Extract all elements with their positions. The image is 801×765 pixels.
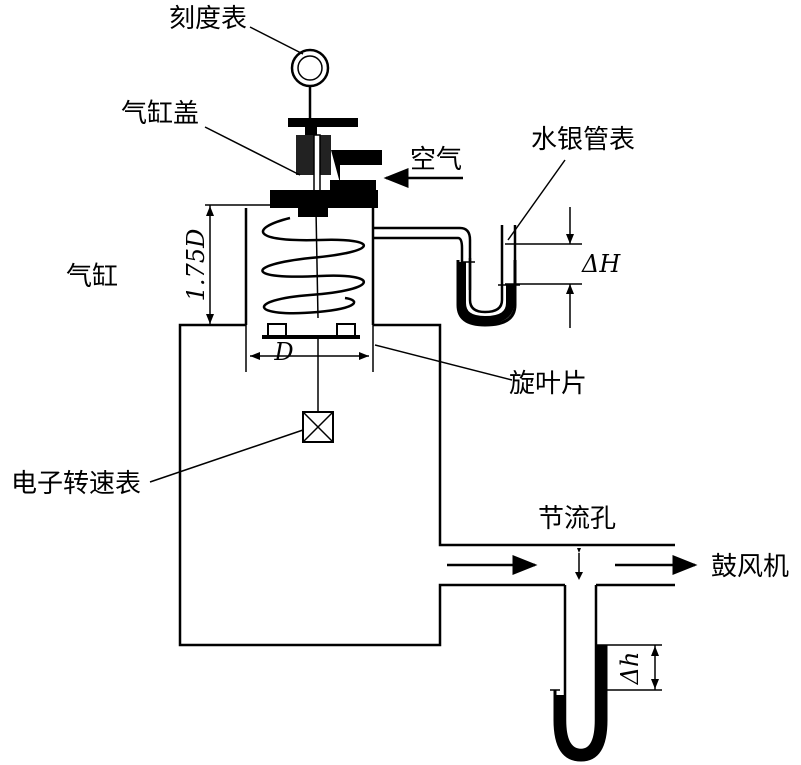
cylinder-label: 气缸 bbox=[66, 262, 118, 292]
tachometer-label: 电子转速表 bbox=[11, 469, 141, 499]
delta-h-label: Δh bbox=[616, 652, 644, 686]
lower-manometer bbox=[550, 585, 662, 762]
air-label: 空气 bbox=[410, 145, 462, 175]
blower-label: 鼓风机 bbox=[711, 552, 789, 582]
leader-vane bbox=[374, 344, 513, 381]
rotor-vane-label: 旋叶片 bbox=[509, 369, 587, 399]
leader-tachometer bbox=[149, 429, 304, 483]
spring-coil bbox=[261, 209, 366, 319]
orifice-label: 节流孔 bbox=[538, 504, 616, 534]
orifice bbox=[575, 548, 583, 580]
rotor-vane bbox=[262, 323, 360, 339]
cylinder-cover-label: 气缸盖 bbox=[121, 99, 199, 129]
delta-H-dimension bbox=[505, 207, 582, 328]
height-dimension-label: 1.75D bbox=[182, 229, 210, 302]
dial-gauge-label: 刻度表 bbox=[169, 4, 247, 34]
diameter-label: D bbox=[273, 338, 293, 366]
diameter-dimension bbox=[245, 325, 374, 372]
dial-gauge-icon bbox=[290, 48, 330, 120]
leader-cover bbox=[204, 126, 301, 176]
leader-manometer bbox=[507, 159, 566, 241]
delta-H-label: ΔH bbox=[581, 250, 621, 278]
outer-chamber bbox=[178, 323, 675, 647]
mercury-manometer bbox=[373, 225, 520, 327]
leader-dial bbox=[249, 26, 304, 55]
tachometer-icon bbox=[302, 337, 334, 443]
cylinder-cover bbox=[270, 118, 382, 217]
height-dimension bbox=[205, 204, 270, 325]
mercury-manometer-label: 水银管表 bbox=[531, 125, 635, 155]
